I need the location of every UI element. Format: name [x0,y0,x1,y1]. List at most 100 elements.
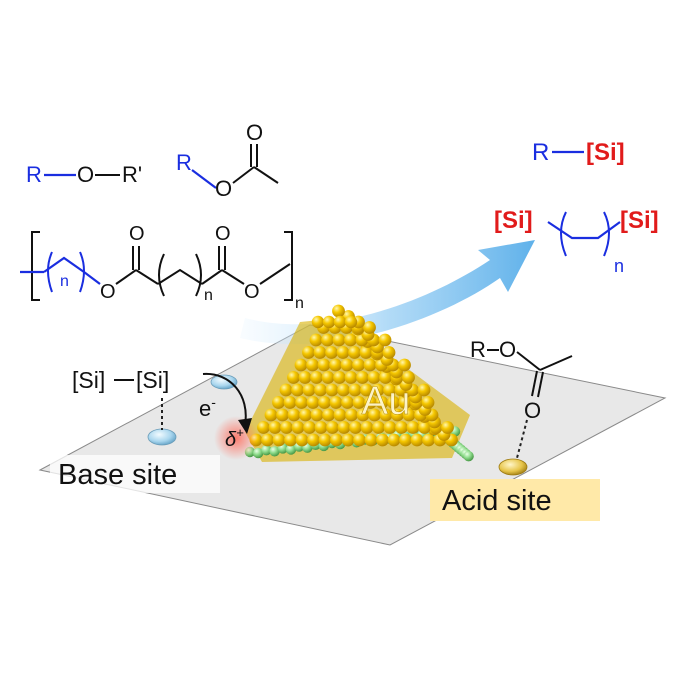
adsorbed-ester-r: R [470,337,486,362]
ester-bond-1 [191,169,217,189]
gold-atom [307,433,320,447]
polyester-bond-c [201,269,223,285]
gold-atom [284,433,297,447]
green-atom [261,445,272,456]
gold-atom [299,408,312,422]
product-r: R [532,139,549,166]
ester-o-double: O [246,120,263,145]
ether-r: R [26,162,42,187]
gold-atom [349,421,362,434]
adsorbed-ester-double-b [537,371,544,398]
gold-atom [402,371,415,384]
disilane-si-right: [Si] [136,367,169,393]
gold-atom [341,396,354,409]
polyester-o3: O [215,223,231,245]
green-atom [253,447,264,459]
gold-atom [387,396,400,409]
adsorbed-ester-bond-3 [539,355,573,371]
delta-plus-label: δ+ [225,425,244,451]
gold-atom [410,433,424,447]
polyester-o4: O [244,281,260,303]
adsorbed-ester-o-single: O [499,337,516,362]
gold-atom [383,383,396,397]
polyester-paren-middle-right [195,253,202,297]
gold-atom [352,396,366,409]
gold-atom [356,408,370,422]
ester-molecule: R O O [176,120,279,201]
adsorbed-ester: R O O [470,337,573,423]
green-atom [463,451,474,462]
gold-atom [367,371,381,384]
gold-atom [382,346,396,359]
gold-atom [363,358,377,372]
gold-atom [310,371,323,384]
gold-atom [325,383,339,397]
gold-atom [372,421,385,434]
gold-atom [294,358,308,372]
bis-si-right: [Si] [620,207,659,234]
polyester-chain-mid [157,268,203,285]
gold-atom [325,346,338,359]
polyester-o1: O [100,281,116,303]
gold-atom [309,333,323,347]
gold-atom [314,383,327,397]
gold-atom [280,421,293,434]
gold-atom [359,346,373,359]
ether-r-prime: R' [122,162,142,187]
gold-atom [348,346,361,359]
gold-atom [402,408,416,422]
bis-n: n [614,256,624,276]
gold-atom [322,408,335,422]
gold-atom [345,408,358,422]
ester-r: R [176,150,192,175]
gold-atom [391,408,404,422]
gold-atom [422,433,435,447]
gold-atom [340,358,354,372]
gold-atom [368,408,381,422]
acid-site-label: Acid site [442,485,552,517]
gold-atom [303,421,316,434]
polyester-paren-middle-left [158,253,165,297]
gold-atom [264,408,278,422]
adsorbed-ester-bond-2 [516,351,541,371]
gold-atom [348,383,362,397]
gold-atom [379,408,393,422]
gold-atom [329,396,343,409]
gold-atom [406,421,420,434]
gold-atom [318,433,332,447]
gold-atom [287,408,301,422]
green-atom [285,444,297,455]
disilane-reagent: [Si] [Si] [72,367,252,434]
gold-atom [287,371,300,384]
gold-atom [383,421,397,434]
product-si: [Si] [586,139,625,166]
gold-atom [344,333,357,347]
gold-atom [344,315,358,329]
gold-atom [441,421,454,434]
gold-atom [326,421,339,434]
gold-atom [318,396,331,409]
gold-atom [421,396,435,409]
polyester-molecule: n O O n O O n [20,223,304,312]
disilane-si-left: [Si] [72,367,105,393]
gold-atom [371,383,385,397]
gold-atom [329,358,342,372]
au-label: Au [362,379,411,423]
acid-site: Acid site [430,419,600,521]
acid-site-droplet [498,458,528,476]
green-atom [269,446,280,457]
adsorbed-ester-double-a [531,370,538,397]
gold-atom [291,383,304,397]
gold-atom [322,315,336,329]
gold-atom [378,333,392,347]
gold-atom [418,421,431,434]
polyester-paren-inner-left [47,251,53,293]
gold-atom [261,433,274,447]
polyester-bracket-left [31,231,40,301]
gold-atom [330,433,343,447]
gold-atom [314,421,328,434]
gold-atom [257,421,270,434]
ester-bond-2 [232,166,255,184]
gold-atom [375,396,389,409]
